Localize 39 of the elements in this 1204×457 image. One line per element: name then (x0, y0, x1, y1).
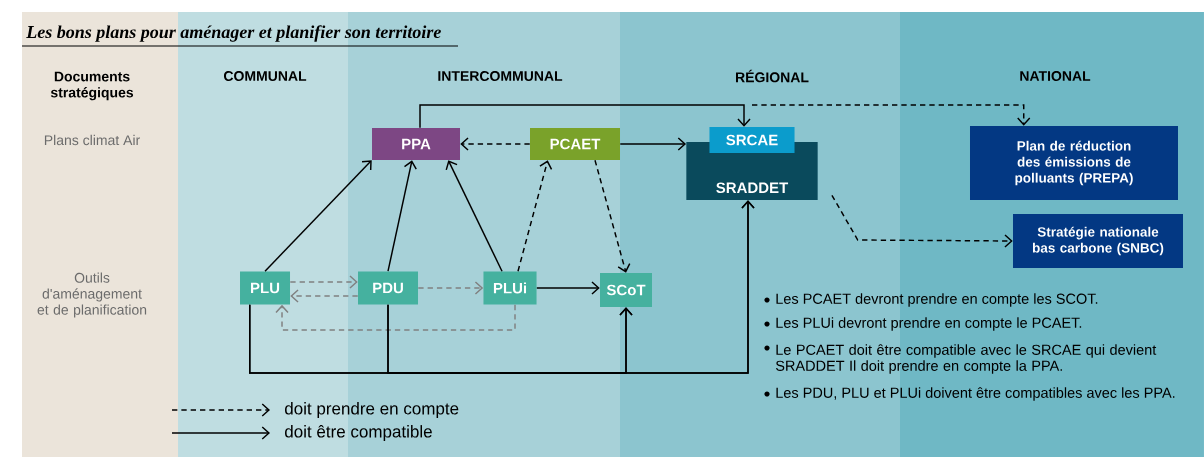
bullet-item: Les PCAET devront prendre en compte les SCOT. (764, 293, 1098, 307)
row-label: Plans climat Air (44, 134, 140, 146)
plan-box: PCAET (530, 128, 620, 160)
national-box: Stratégie nationale bas carbone (SNBC) (1013, 214, 1183, 268)
arrow (445, 160, 503, 272)
arrow (536, 281, 600, 295)
row-label: Outils d'aménagement et de planification (37, 272, 147, 318)
tool-box: SCoT (600, 273, 652, 307)
column-header: RÉGIONAL (736, 69, 809, 83)
tool-box: PLUi (483, 271, 537, 305)
arrow (290, 289, 359, 303)
arrow (751, 104, 1031, 126)
tool-box: PLU (240, 271, 290, 305)
arrow (460, 137, 531, 151)
title: Les bons plans pour aménager et planifier son territoire (26, 25, 441, 42)
column-header: COMMUNAL (224, 71, 307, 81)
bullet-item: Le PCAET doit être compatible avec le SRCAE qui devient SRADDET Il doit prendre en compte la PPA. (764, 344, 1157, 374)
arrow (417, 281, 484, 295)
arrow (289, 275, 358, 289)
arrow (264, 160, 372, 272)
plan-box: SRCAE (709, 127, 795, 153)
plan-box: PPA (372, 128, 460, 160)
row-header: Documents stratégiques (50, 71, 134, 101)
bullet-item: Les PDU, PLU et PLUi doivent être compatibles avec les PPA. (764, 387, 1175, 401)
arrow (831, 194, 1013, 248)
tool-box: PDU (358, 271, 418, 305)
arrow (387, 304, 633, 374)
arrow (594, 159, 631, 273)
bullet-item: Les PLUi devront prendre en compte le PCAET. (764, 317, 1082, 331)
arrow (387, 160, 417, 272)
legend-label: doit prendre en compte (285, 402, 459, 418)
legend-label: doit être compatible (285, 425, 432, 441)
column-header: NATIONAL (1020, 71, 1091, 81)
national-box: Plan de réduction des émissions de polluants (PREPA) (970, 126, 1178, 200)
arrow (517, 160, 553, 272)
arrow (275, 304, 516, 331)
arrow (619, 137, 687, 151)
arrow (419, 104, 751, 129)
column-header: INTERCOMMUNAL (438, 71, 563, 81)
